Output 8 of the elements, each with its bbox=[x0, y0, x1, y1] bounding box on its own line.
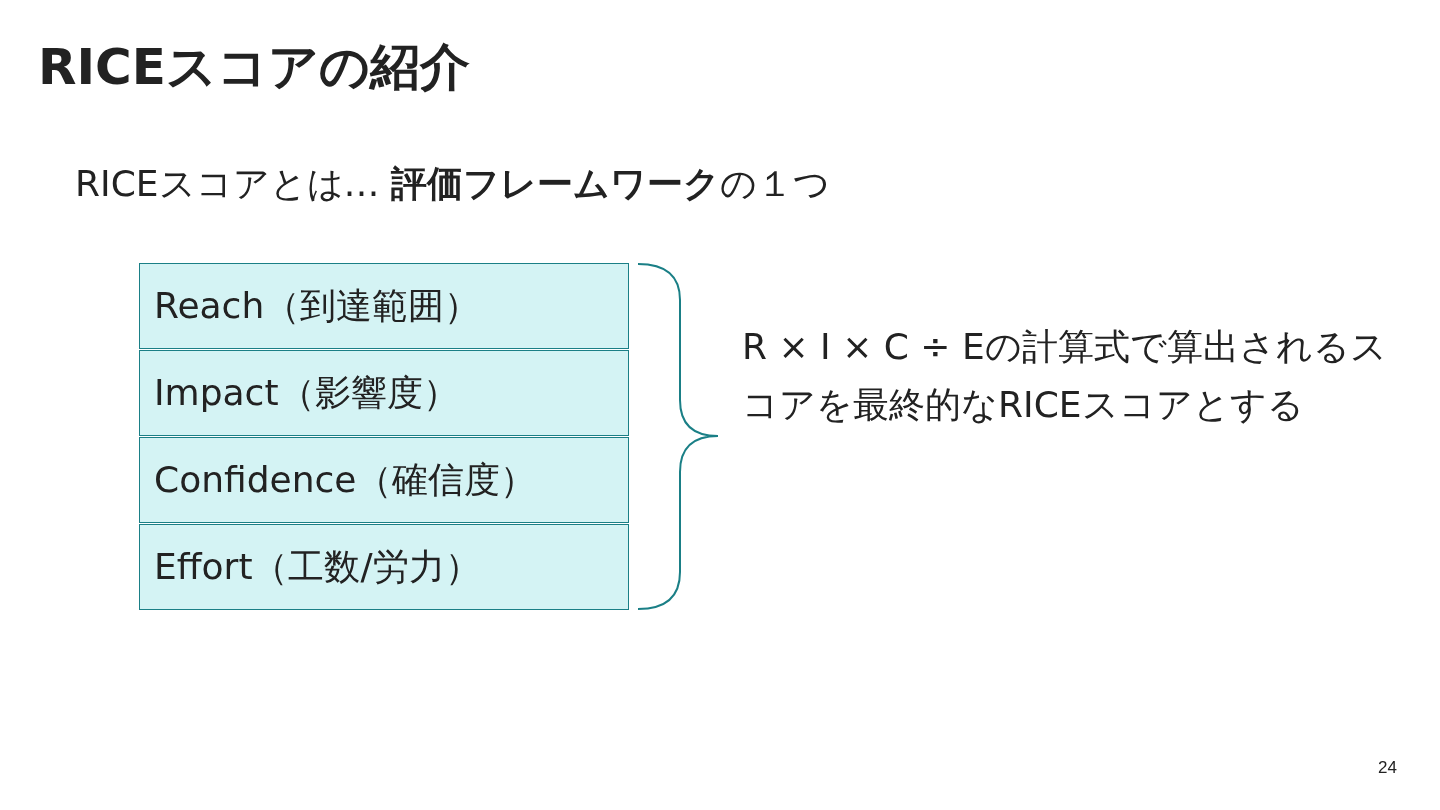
criterion-box: Impact（影響度） bbox=[139, 350, 629, 436]
criterion-box: Effort（工数/労力） bbox=[139, 524, 629, 610]
criterion-box: Reach（到達範囲） bbox=[139, 263, 629, 349]
slide-title: RICEスコアの紹介 bbox=[38, 37, 470, 98]
description-text: R × I × C ÷ Eの計算式で算出されるスコアを最終的なRICEスコアとする bbox=[742, 325, 1388, 427]
subtitle-text: RICEスコアとは… 評価フレームワークの１つ bbox=[75, 162, 830, 206]
criterion-box: Confidence（確信度） bbox=[139, 437, 629, 523]
page-number: 24 bbox=[1378, 758, 1397, 778]
